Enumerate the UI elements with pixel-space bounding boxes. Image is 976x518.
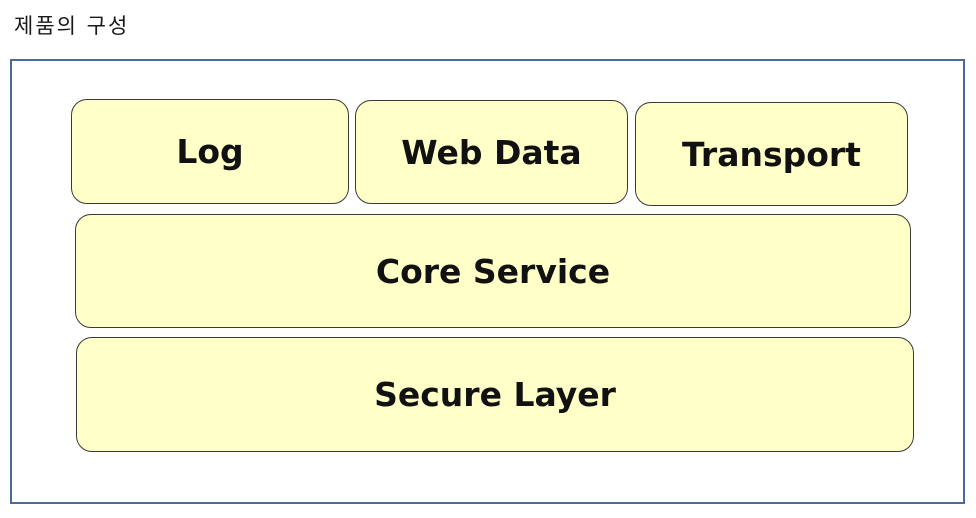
transport-block: Transport [635, 102, 908, 206]
web-data-block-label: Web Data [401, 132, 582, 172]
secure-layer-block-label: Secure Layer [374, 375, 616, 414]
log-block: Log [71, 99, 349, 204]
core-service-block: Core Service [75, 214, 911, 328]
web-data-block: Web Data [355, 100, 628, 204]
transport-block-label: Transport [682, 134, 861, 174]
log-block-label: Log [176, 132, 244, 171]
core-service-block-label: Core Service [375, 251, 611, 291]
secure-layer-block: Secure Layer [76, 337, 914, 452]
page-title: 제품의 구성 [14, 14, 130, 38]
